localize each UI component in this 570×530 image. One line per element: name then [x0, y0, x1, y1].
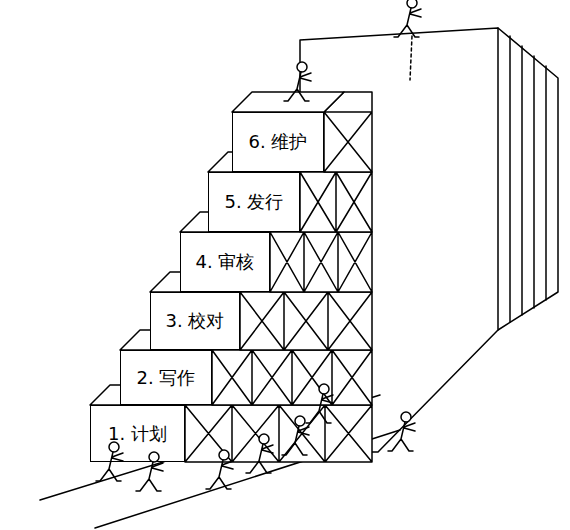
book-page	[545, 66, 547, 300]
lattice-row	[270, 232, 372, 292]
book-page	[521, 46, 523, 315]
step-label: 4. 审核	[196, 250, 255, 274]
step-block: 1. 计划	[90, 405, 185, 462]
stick-figure	[394, 0, 421, 37]
stick-figure	[246, 434, 273, 473]
ground-line	[40, 395, 380, 500]
step-block: 3. 校对	[150, 292, 240, 350]
stick-figure	[206, 450, 233, 489]
stick-figure	[96, 442, 123, 481]
step-block: 4. 审核	[180, 232, 270, 292]
stick-figure	[282, 416, 309, 455]
step-block: 2. 写作	[120, 350, 212, 405]
step-label: 2. 写作	[137, 366, 196, 390]
step-label: 1. 计划	[108, 422, 167, 446]
book-page	[498, 28, 558, 330]
book-page	[509, 36, 511, 322]
book-page	[533, 56, 535, 308]
step-label: 5. 发行	[225, 190, 284, 214]
lattice-row	[212, 350, 372, 405]
stick-figure	[306, 384, 333, 423]
step-label: 3. 校对	[166, 309, 225, 333]
stick-figure	[284, 62, 311, 101]
stick-figure	[388, 412, 415, 451]
lattice-row	[240, 292, 372, 350]
step-top-face	[90, 92, 344, 405]
ground-line	[40, 395, 400, 528]
step-block: 5. 发行	[208, 172, 300, 232]
step-label: 6. 维护	[249, 130, 308, 154]
rope	[410, 36, 412, 80]
step-top-face	[232, 92, 344, 112]
stick-figure	[136, 452, 163, 491]
lattice-row	[300, 172, 372, 232]
lattice-row	[185, 405, 372, 462]
step-block: 6. 维护	[232, 112, 324, 172]
